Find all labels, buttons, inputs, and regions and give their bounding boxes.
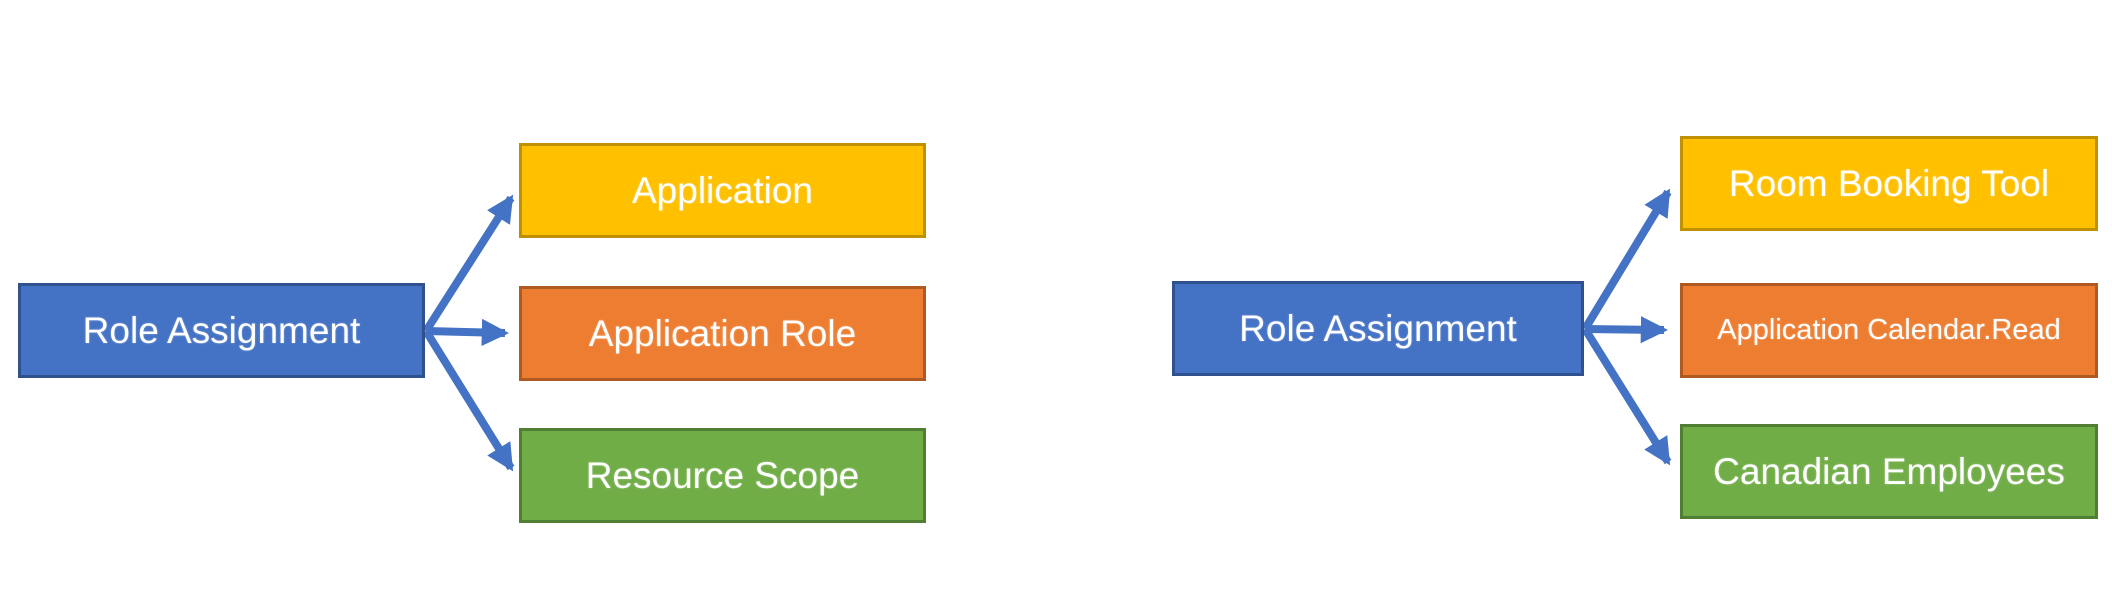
- room-booking-tool-label: Room Booking Tool: [1728, 162, 2050, 204]
- resource-scope-label: Resource Scope: [585, 454, 860, 496]
- canadian-employees-label: Canadian Employees: [1713, 450, 2065, 492]
- arrow-right-to-room-booking-tool: [1581, 188, 1672, 332]
- role-assignment-label-right: Role Assignment: [1239, 307, 1517, 349]
- role-assignment-box-left: Role Assignment: [18, 283, 425, 378]
- application-role-label: Application Role: [588, 312, 857, 354]
- role-assignment-box-right: Role Assignment: [1172, 281, 1584, 376]
- arrow-left-to-resource-scope: [422, 328, 515, 472]
- arrow-left-to-application: [422, 194, 515, 334]
- application-calendar-read-box: Application Calendar.Read: [1680, 283, 2098, 378]
- arrow-left-to-application-role: [425, 318, 509, 347]
- resource-scope-box: Resource Scope: [519, 428, 926, 523]
- application-calendar-read-label: Application Calendar.Read: [1717, 314, 2061, 346]
- canadian-employees-box: Canadian Employees: [1680, 424, 2098, 519]
- room-booking-tool-box: Room Booking Tool: [1680, 136, 2098, 231]
- application-role-box: Application Role: [519, 286, 926, 381]
- application-box: Application: [519, 143, 926, 238]
- application-label: Application: [631, 169, 813, 211]
- arrow-right-to-canadian-employees: [1581, 326, 1672, 466]
- role-assignment-label-left: Role Assignment: [82, 309, 361, 351]
- arrow-right-to-application-calendar-read: [1584, 316, 1668, 344]
